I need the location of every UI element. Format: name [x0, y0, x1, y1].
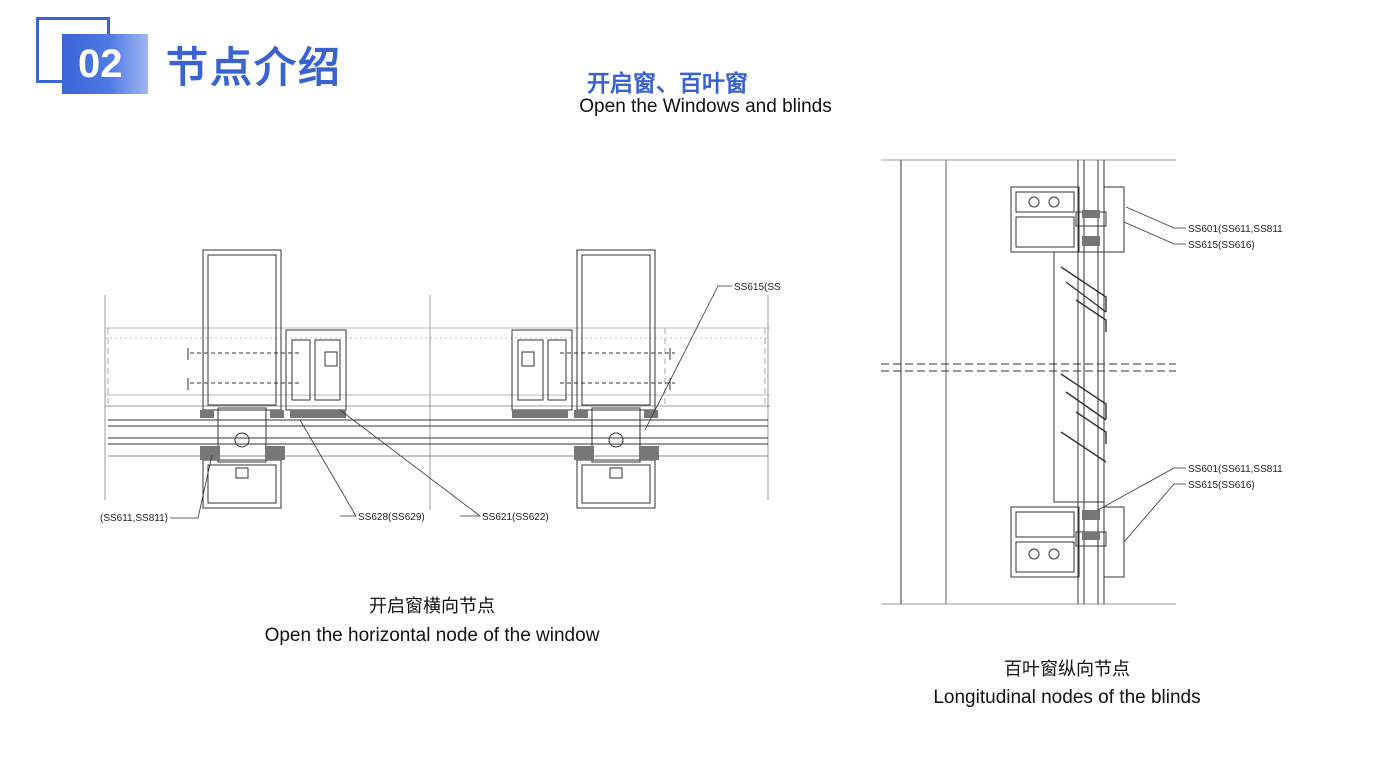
left-caption-en: Open the horizontal node of the window [264, 625, 600, 646]
label-ss615: SS615(SS [734, 282, 781, 293]
label-ss621: SS621(SS622) [482, 512, 549, 523]
window-horizontal-node-drawing: SS615(SS (SS611,SS811) SS628(SS629) SS62… [100, 249, 781, 524]
subtitle-en: Open the Windows and blinds [0, 96, 1395, 118]
right-caption-en: Longitudinal nodes of the blinds [933, 687, 1201, 708]
right-caption-cn: 百叶窗纵向节点 [1004, 659, 1130, 680]
label-ss628: SS628(SS629) [358, 512, 425, 523]
subtitle-en-text: Open the Windows and blinds [579, 96, 832, 117]
section-number-badge: 02 [62, 34, 148, 94]
subtitle-cn-text: 开启窗、百叶窗 [587, 71, 748, 97]
section-title: 节点介绍 [166, 43, 343, 92]
label-ss615-top: SS615(SS616) [1188, 240, 1255, 251]
label-ss611: (SS611,SS811) [100, 513, 168, 524]
label-ss601-bottom: SS601(SS611,SS811 [1188, 464, 1283, 475]
left-caption-cn: 开启窗横向节点 [369, 596, 495, 617]
label-ss615-bottom: SS615(SS616) [1188, 480, 1255, 491]
subtitle-cn: 开启窗、百叶窗 [0, 64, 1395, 98]
blinds-longitudinal-node-drawing: SS601(SS611,SS811 SS615(SS616) SS601(SS6… [881, 159, 1283, 605]
label-ss601-top: SS601(SS611,SS811 [1188, 224, 1283, 235]
